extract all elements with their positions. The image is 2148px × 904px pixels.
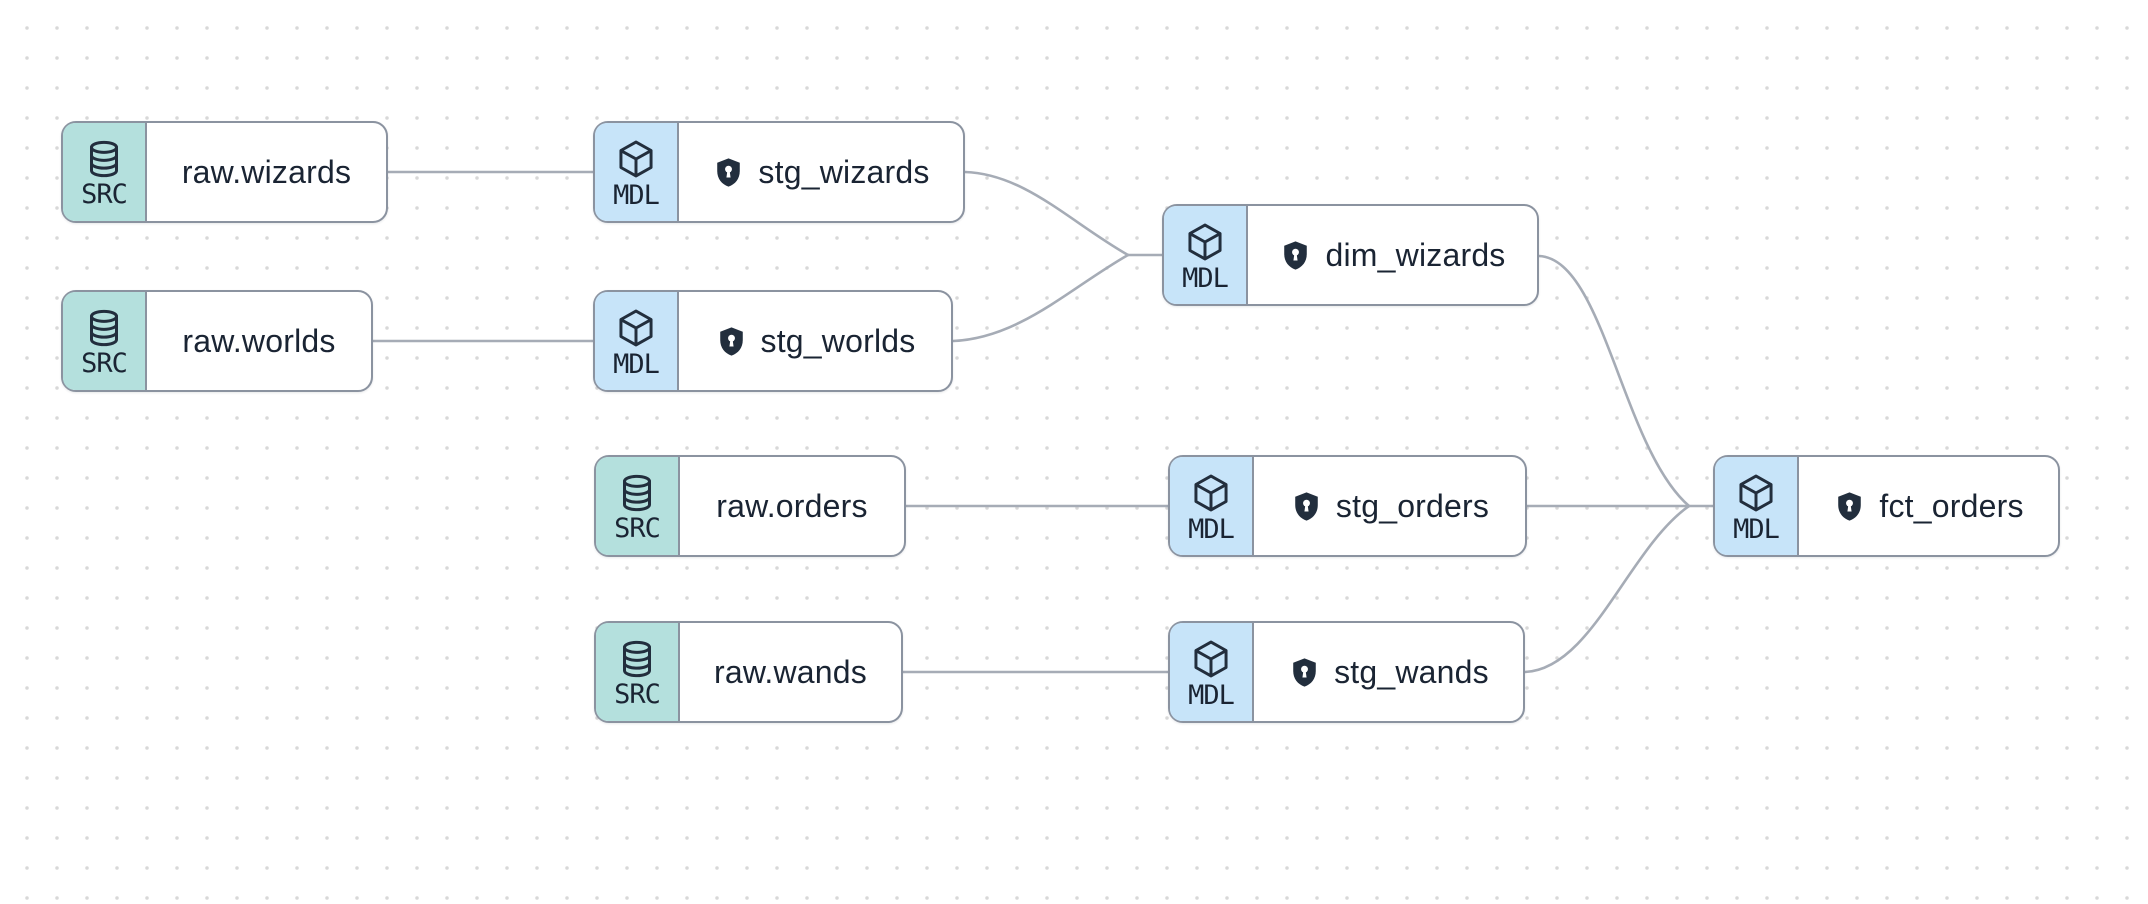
lineage-node-stg-wizards[interactable]: MDL stg_wizards xyxy=(593,121,965,223)
badge-label: MDL xyxy=(613,348,660,380)
node-label: raw.worlds xyxy=(182,322,336,359)
lineage-node-stg-worlds[interactable]: MDL stg_worlds xyxy=(593,290,953,392)
shield-icon xyxy=(1284,240,1308,270)
edge-stg_worlds-dim_wizards xyxy=(951,253,1130,343)
shield-icon xyxy=(1295,491,1318,521)
edge-stg_wands-fct_orders xyxy=(1523,504,1691,674)
badge-label: MDL xyxy=(1188,679,1235,711)
node-label: stg_worlds xyxy=(760,322,916,359)
database-icon xyxy=(90,309,118,346)
badge-label: MDL xyxy=(613,179,660,211)
database-icon xyxy=(90,140,118,177)
cube-icon xyxy=(1188,223,1222,260)
node-type-badge: MDL xyxy=(1715,457,1799,555)
node-type-badge: SRC xyxy=(596,457,680,555)
node-type-badge: SRC xyxy=(63,123,147,221)
lineage-node-dim-wizards[interactable]: MDL dim_wizards xyxy=(1162,204,1539,306)
badge-label: SRC xyxy=(81,178,128,210)
badge-label: MDL xyxy=(1188,513,1235,545)
shield-icon xyxy=(1838,491,1862,521)
lineage-node-raw-wands[interactable]: SRC raw.wands xyxy=(594,621,903,723)
badge-label: MDL xyxy=(1182,262,1229,294)
node-body: stg_orders xyxy=(1254,457,1525,555)
badge-label: SRC xyxy=(614,678,661,710)
node-body: raw.worlds xyxy=(147,292,371,390)
cube-icon xyxy=(619,140,653,177)
edge-dim_wizards-fct_orders xyxy=(1537,254,1691,508)
lineage-node-raw-orders[interactable]: SRC raw.orders xyxy=(594,455,906,557)
node-body: stg_worlds xyxy=(679,292,951,390)
database-icon xyxy=(623,640,651,677)
node-label: raw.orders xyxy=(716,487,868,524)
shield-icon xyxy=(719,326,743,356)
cube-icon xyxy=(619,309,653,346)
node-body: raw.wizards xyxy=(147,123,386,221)
badge-label: SRC xyxy=(614,512,661,544)
shield-icon xyxy=(717,157,741,187)
node-body: stg_wizards xyxy=(679,123,963,221)
node-label: dim_wizards xyxy=(1325,236,1506,273)
shield-icon xyxy=(1293,657,1316,687)
cube-icon xyxy=(1739,474,1773,511)
node-body: raw.wands xyxy=(680,623,901,721)
node-label: raw.wizards xyxy=(181,153,352,190)
node-label: raw.wands xyxy=(714,653,867,690)
node-type-badge: SRC xyxy=(596,623,680,721)
node-label: stg_wands xyxy=(1334,653,1489,690)
node-body: stg_wands xyxy=(1254,623,1523,721)
node-type-badge: MDL xyxy=(1170,457,1254,555)
node-label: fct_orders xyxy=(1879,487,2024,524)
node-type-badge: MDL xyxy=(595,292,679,390)
lineage-node-fct-orders[interactable]: MDL fct_orders xyxy=(1713,455,2060,557)
node-label: stg_wizards xyxy=(758,153,930,190)
lineage-node-raw-wizards[interactable]: SRC raw.wizards xyxy=(61,121,388,223)
node-type-badge: MDL xyxy=(1170,623,1254,721)
lineage-node-raw-worlds[interactable]: SRC raw.worlds xyxy=(61,290,373,392)
cube-icon xyxy=(1194,640,1228,677)
edge-stg_wizards-dim_wizards xyxy=(963,170,1130,257)
node-type-badge: MDL xyxy=(595,123,679,221)
lineage-node-stg-wands[interactable]: MDL stg_wands xyxy=(1168,621,1525,723)
node-body: dim_wizards xyxy=(1248,206,1537,304)
badge-label: SRC xyxy=(81,347,128,379)
node-body: fct_orders xyxy=(1799,457,2058,555)
node-label: stg_orders xyxy=(1335,487,1490,524)
node-body: raw.orders xyxy=(680,457,904,555)
node-type-badge: SRC xyxy=(63,292,147,390)
database-icon xyxy=(623,474,651,511)
lineage-node-stg-orders[interactable]: MDL stg_orders xyxy=(1168,455,1527,557)
cube-icon xyxy=(1194,474,1228,511)
node-type-badge: MDL xyxy=(1164,206,1248,304)
badge-label: MDL xyxy=(1733,513,1780,545)
